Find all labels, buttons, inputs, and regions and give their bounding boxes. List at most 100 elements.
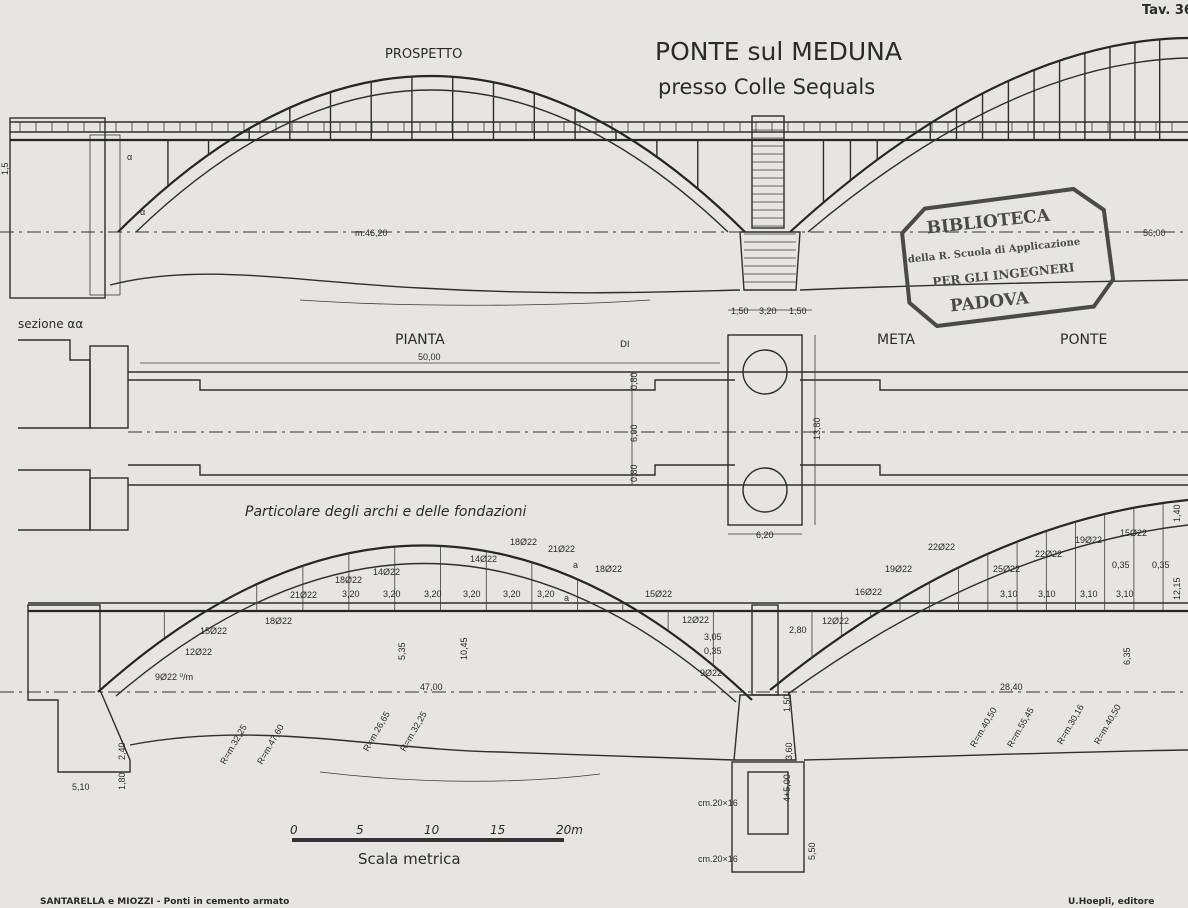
detail-annotation: 3,10 (1038, 589, 1056, 599)
detail-arch-1-intrados (115, 562, 737, 703)
detail-annotation: 2,80 (789, 625, 807, 635)
detail-river-bed (319, 771, 601, 782)
detail-annotation: 19Ø22 (1075, 535, 1102, 545)
arch-2-extrados (789, 36, 1188, 233)
pier-base (739, 231, 801, 291)
detail-annotation: cm.20×16 (698, 854, 738, 864)
pier-cutwater-top (742, 349, 788, 395)
detail-title: Particolare degli archi e delle fondazio… (245, 504, 526, 520)
detail-dimension: R=m.32,25 (218, 723, 249, 766)
detail-dimension: 10,45 (459, 637, 469, 660)
detail-dimension: R=m.40,50 (968, 706, 999, 749)
detail-annotation: a (564, 593, 569, 603)
plate-number: Tav. 36 (1142, 3, 1188, 18)
plan-width-3: 0,80 (629, 464, 639, 482)
detail-dimension: 1,80 (117, 772, 127, 790)
detail-dimension: 5,50 (807, 842, 817, 860)
railing-posts (19, 122, 1173, 132)
section-aa-lower (18, 469, 91, 531)
detail-annotation: 12Ø22 (185, 647, 212, 657)
scale-tick-10: 10 (424, 823, 440, 837)
detail-annotation: 9Ø22 ⁰/m (155, 672, 193, 682)
detail-annotation: 3,20 (342, 589, 360, 599)
detail-annotation: 22Ø22 (928, 542, 955, 552)
title-line-2: presso Colle Sequals (658, 75, 875, 99)
detail-labels: 14Ø2218Ø2221Ø2218Ø2215Ø2218Ø2214Ø2221Ø22… (72, 504, 1182, 864)
detail-columns (163, 502, 1164, 666)
detail-annotation: 25Ø22 (993, 564, 1020, 574)
scale-label: Scala metrica (358, 850, 461, 868)
stamp-line-4: PADOVA (949, 288, 1031, 316)
foundation-caisson (747, 771, 789, 835)
arch-2-intrados (807, 57, 1188, 233)
section-mark-a1: α (127, 152, 132, 162)
detail-annotation: 3,20 (537, 589, 555, 599)
arch-1-extrados (117, 75, 746, 233)
scale-bar-rule (292, 838, 564, 842)
span-dimension: m.46,20 (355, 228, 388, 238)
detail-dimension: 3,60 (784, 742, 794, 760)
plan-view: sezione αα PIANTA DI META PONTE 50,00 13… (18, 317, 1188, 540)
detail-annotation: 9Ø22 (700, 668, 722, 678)
detail-annotation: 28,40 (1000, 682, 1023, 692)
spandrel-columns (167, 39, 1161, 203)
detail-dimension: R=m.47,60 (255, 723, 286, 766)
scale-tick-5: 5 (356, 823, 364, 837)
plan-edge-3 (800, 379, 1188, 391)
detail-annotation: a (573, 560, 578, 570)
stamp-line-3: PER GLI INGEGNERI (932, 260, 1076, 289)
detail-annotation: 14Ø22 (470, 554, 497, 564)
plan-width-2: 6,00 (629, 424, 639, 442)
detail-dimension: 12,15 (1172, 577, 1182, 600)
detail-dimension: 6,35 (1122, 647, 1132, 665)
detail-annotation: 3,05 (704, 632, 722, 642)
detail-dimension: 4+5,00 (782, 774, 792, 802)
detail-annotation: 0,35 (704, 646, 722, 656)
arch-1-intrados (135, 89, 729, 233)
plan-width-1: 0,80 (629, 372, 639, 390)
detail-dimension: 1,50 (782, 694, 792, 712)
pier-plan (727, 334, 803, 526)
detail-annotation: 14Ø22 (373, 567, 400, 577)
abutment-courses (89, 134, 121, 296)
detail-pier-base (733, 694, 797, 761)
ground-line (109, 273, 1188, 294)
scale-bar: 0 5 10 15 20m Scala metrica (290, 823, 583, 868)
detail-annotation: 22Ø22 (1035, 549, 1062, 559)
detail-annotation: 3,10 (1000, 589, 1018, 599)
scale-tick-15: 15 (490, 823, 505, 837)
abutment-plan-top (89, 345, 129, 429)
elevation-view: m.46,20 56,00 α α 1,5 1,50 3,20 1,50 (0, 36, 1188, 316)
stamp-line-1: BIBLIOTECA (926, 206, 1052, 239)
detail-annotation: cm.20×16 (698, 798, 738, 808)
plan-heading-2: DI (620, 340, 630, 350)
elevation-label: PROSPETTO (385, 47, 462, 62)
detail-annotation: 3,10 (1116, 589, 1134, 599)
abutment-height: 1,5 (0, 162, 10, 175)
detail-dimension: R=m.30,16 (1055, 703, 1086, 746)
detail-annotation: 21Ø22 (290, 590, 317, 600)
plan-total-width: 13,80 (812, 417, 822, 440)
detail-annotation: 15Ø22 (645, 589, 672, 599)
detail-annotation: 5,10 (72, 782, 90, 792)
detail-annotation: 0,35 (1112, 560, 1130, 570)
detail-annotation: 18Ø22 (335, 575, 362, 585)
detail-dimension: 1,40 (1172, 504, 1182, 522)
detail-annotation: 3,20 (463, 589, 481, 599)
detail-annotation: 3,20 (503, 589, 521, 599)
detail-arch-2-extrados (769, 498, 1188, 691)
pier-dim-3: 1,50 (789, 306, 807, 316)
stamp-line-2: della R. Scuola di Applicazione (907, 237, 1080, 266)
title-line-1: PONTE sul MEDUNA (655, 37, 902, 66)
plan-heading-4: PONTE (1060, 332, 1107, 348)
pier-upper (751, 115, 785, 229)
detail-annotation: 21Ø22 (548, 544, 575, 554)
footer-publisher: U.Hoepli, editore (1068, 897, 1154, 907)
detail-annotation: 47,00 (420, 682, 443, 692)
detail-annotation: 19Ø22 (885, 564, 912, 574)
section-mark-a2: α (140, 207, 145, 217)
scale-tick-20: 20m (556, 823, 583, 837)
plan-heading-3: META (877, 332, 915, 348)
plan-edge-2 (128, 379, 735, 391)
